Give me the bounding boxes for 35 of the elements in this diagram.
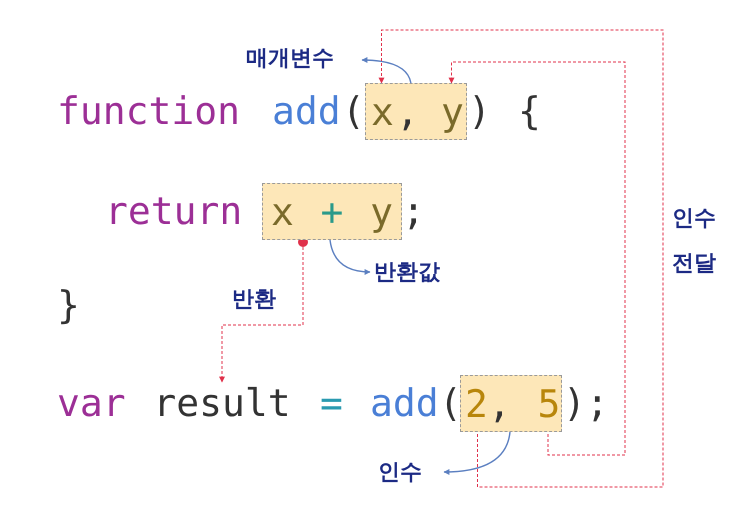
arrow <box>361 57 412 84</box>
argument-token: 2 <box>464 376 489 431</box>
code-token: ); <box>563 384 609 422</box>
code-token: } <box>57 286 80 324</box>
function-name: add <box>272 92 341 130</box>
code-token: { <box>518 92 541 130</box>
code-token: x <box>271 192 294 230</box>
parameter-token: y <box>440 84 465 139</box>
code-token: , <box>396 93 419 131</box>
code-token: ( <box>439 384 462 422</box>
code-token: + <box>320 192 344 230</box>
term-label: 인수 <box>378 456 438 488</box>
parameter-token: x <box>369 84 396 139</box>
highlight-box <box>460 375 562 432</box>
highlight-box <box>365 83 467 140</box>
term-label: 매개변수 <box>246 42 356 74</box>
arrow <box>443 432 511 475</box>
highlight-box <box>262 183 402 240</box>
arrow <box>329 240 371 275</box>
code-token: , <box>488 385 511 423</box>
code-token: ( <box>342 92 365 130</box>
argument-token: 5 <box>537 376 561 431</box>
code-token: ) <box>468 92 491 130</box>
code-token: ; <box>402 192 425 230</box>
keyword: return <box>105 192 242 230</box>
code-token: y <box>370 192 393 230</box>
term-label: 반환값 <box>374 256 466 288</box>
function-name: add <box>370 384 439 422</box>
keyword: function <box>57 92 240 130</box>
connector-arrow <box>448 62 626 456</box>
variable-name: result <box>152 384 292 422</box>
connector-arrow <box>378 30 664 488</box>
keyword: var <box>57 384 126 422</box>
operator: = <box>320 384 343 422</box>
note-text: 인수 전달 <box>671 205 717 278</box>
